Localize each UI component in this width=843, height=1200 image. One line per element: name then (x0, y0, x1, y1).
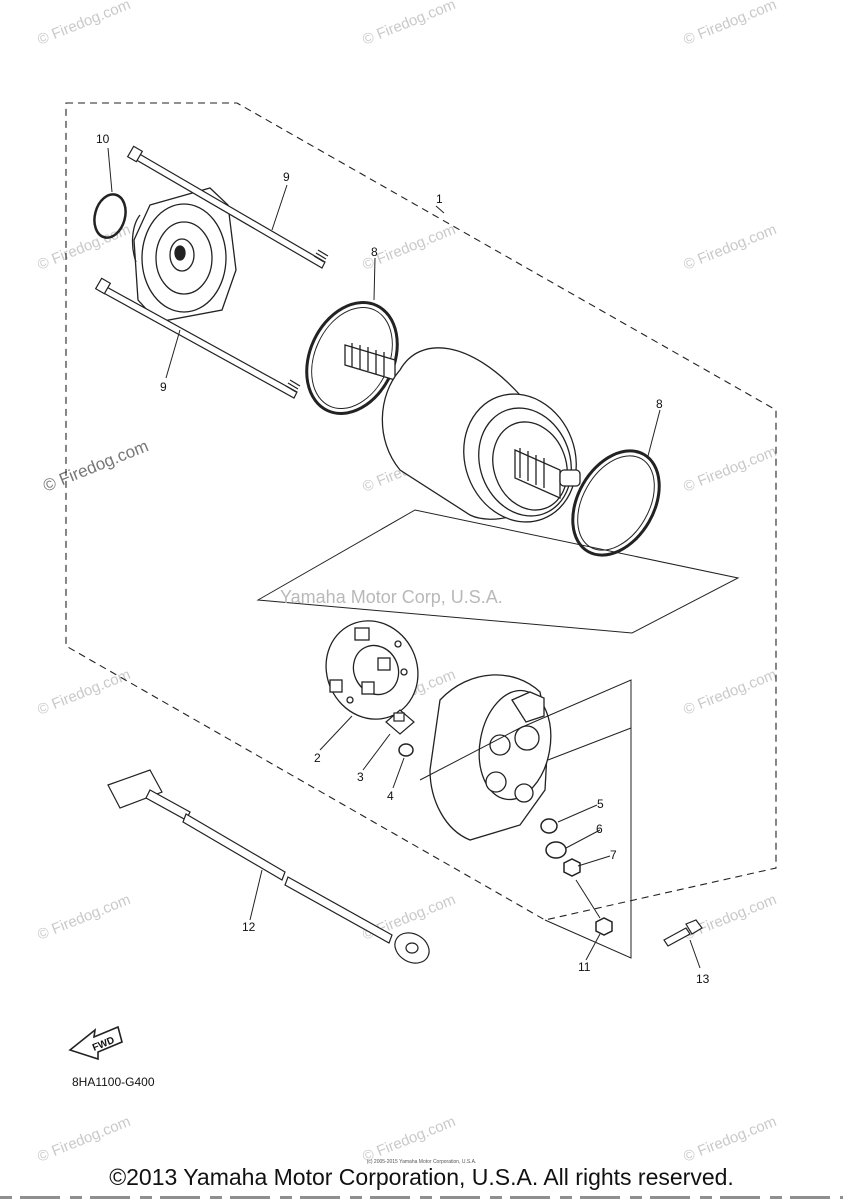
watermark: © Firedog.com (360, 0, 458, 49)
watermark: © Firedog.com (35, 221, 133, 274)
tiny-copyright-note: (c) 2005-2015 Yamaha Motor Corporation, … (366, 1159, 477, 1165)
watermark: © Firedog.com (681, 0, 779, 49)
callout-8-lower: 8 (656, 397, 663, 411)
callout-4: 4 (387, 789, 394, 803)
diagram-code: 8HA1100-G400 (72, 1075, 155, 1089)
callout-1: 1 (436, 192, 443, 206)
leader-lines (107, 147, 701, 969)
callout-9-lower: 9 (160, 380, 167, 394)
callout-8-upper: 8 (371, 245, 378, 259)
brush (385, 709, 415, 735)
callout-3: 3 (357, 770, 364, 784)
fwd-arrow-icon: FWD (68, 1025, 123, 1061)
watermark: © Firedog.com (681, 666, 779, 719)
nut-7 (563, 858, 581, 877)
front-cover (131, 187, 237, 323)
callout-6: 6 (596, 822, 603, 836)
copyright-notice: ©2013 Yamaha Motor Corporation, U.S.A. A… (109, 1164, 734, 1190)
callout-2: 2 (314, 751, 321, 765)
starter-motor-body (344, 343, 581, 523)
long-bolts (94, 145, 329, 399)
assembly-outline (65, 102, 777, 921)
watermark: © Firedog.com (681, 1113, 779, 1166)
callout-11: 11 (578, 960, 591, 974)
nut-11 (595, 917, 613, 936)
washer-6 (545, 841, 567, 859)
watermark: © Firedog.com (360, 1113, 458, 1166)
watermark: © Firedog.com (35, 666, 133, 719)
callout-7: 7 (610, 848, 617, 862)
callout-numbers: 1 2 3 4 5 6 7 8 8 9 9 10 11 12 13 (96, 132, 710, 986)
bolt-13 (663, 919, 703, 947)
o-ring-small (93, 193, 127, 239)
watermark: © Firedog.com (681, 443, 779, 496)
watermark: © Firedog.com (35, 0, 133, 49)
watermark: © Firedog.com (35, 1113, 133, 1166)
callout-12: 12 (242, 920, 256, 934)
callout-13: 13 (696, 972, 710, 986)
side-watermark: © Firedog.com (40, 436, 151, 495)
watermark: © Firedog.com (681, 891, 779, 944)
washer-5 (540, 818, 558, 834)
callout-5: 5 (597, 797, 604, 811)
starter-cable (107, 769, 430, 964)
callout-10: 10 (96, 132, 110, 146)
watermark: © Firedog.com (35, 891, 133, 944)
callout-9-upper: 9 (283, 170, 290, 184)
watermark-layer: © Firedog.com © Firedog.com © Firedog.co… (35, 0, 779, 1166)
brush-plate (325, 620, 419, 720)
center-watermark-frame (256, 509, 740, 634)
o-ring-large-right (571, 449, 661, 557)
center-watermark: Yamaha Motor Corp, U.S.A. (280, 587, 503, 607)
watermark: © Firedog.com (681, 221, 779, 274)
bottom-cut-text (0, 1192, 843, 1200)
rear-cover (429, 674, 552, 841)
washer-small (398, 743, 414, 757)
